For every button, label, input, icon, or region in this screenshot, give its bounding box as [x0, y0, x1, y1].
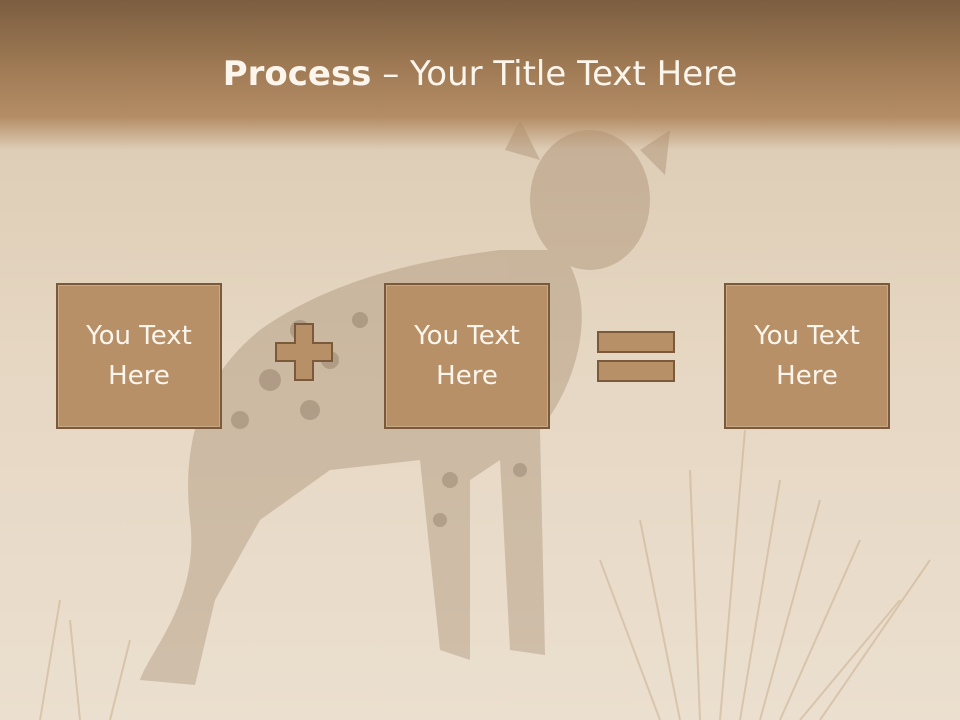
title-rest-text: – Your Title Text Here	[371, 54, 738, 94]
title-band	[0, 0, 960, 150]
process-box-2[interactable]: You Text Here	[384, 283, 550, 429]
process-box-label: You Text Here	[414, 321, 520, 391]
title-bold-text: Process	[222, 54, 372, 94]
process-box-label: You Text Here	[86, 321, 192, 391]
process-box-label: You Text Here	[754, 321, 860, 391]
slide-title: Process – Your Title Text Here	[0, 52, 960, 96]
process-box-3[interactable]: You Text Here	[724, 283, 890, 429]
process-box-1[interactable]: You Text Here	[56, 283, 222, 429]
